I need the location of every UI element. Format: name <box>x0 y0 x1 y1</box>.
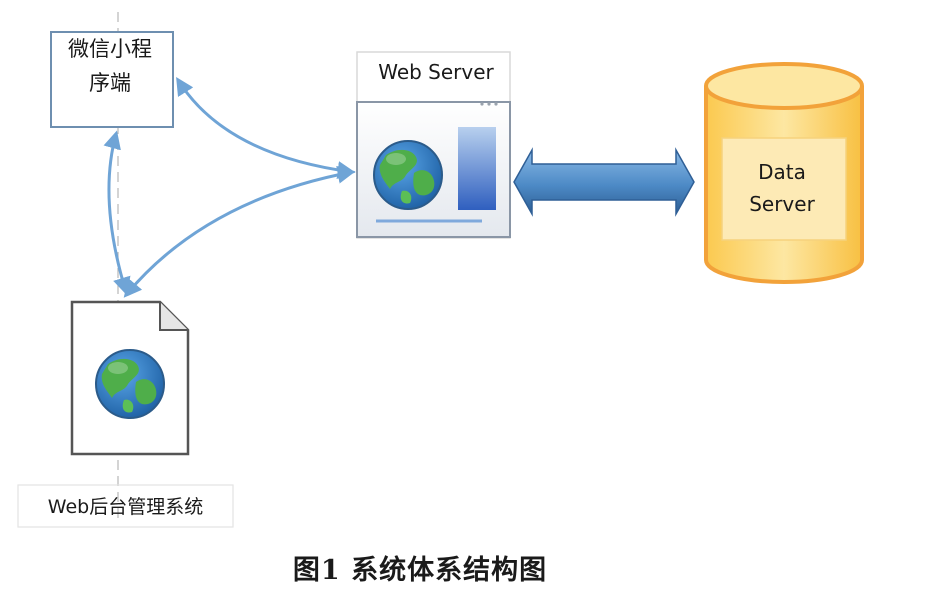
arrow-miniprogram-webserver <box>176 76 356 180</box>
admin-system-label: Web后台管理系统 <box>47 496 204 518</box>
admin-label-frame <box>17 484 234 528</box>
globe-icon <box>373 140 443 210</box>
arrow-admin-webserver <box>123 165 356 298</box>
document-icon[interactable] <box>70 300 190 456</box>
mini-program-box[interactable] <box>50 31 174 128</box>
bidirectional-data-arrow <box>513 147 695 217</box>
web-server-label: Web Server <box>378 60 494 84</box>
mini-program-label: 微信小程 序端 <box>68 37 152 95</box>
window-icon[interactable] <box>356 51 511 239</box>
data-server-label: Data Server <box>749 160 815 216</box>
arrow-admin-miniprogram <box>103 130 131 296</box>
globe-icon <box>95 349 165 419</box>
figure-caption: 图1 系统体系结构图 <box>292 555 548 586</box>
database-icon[interactable] <box>704 62 864 284</box>
